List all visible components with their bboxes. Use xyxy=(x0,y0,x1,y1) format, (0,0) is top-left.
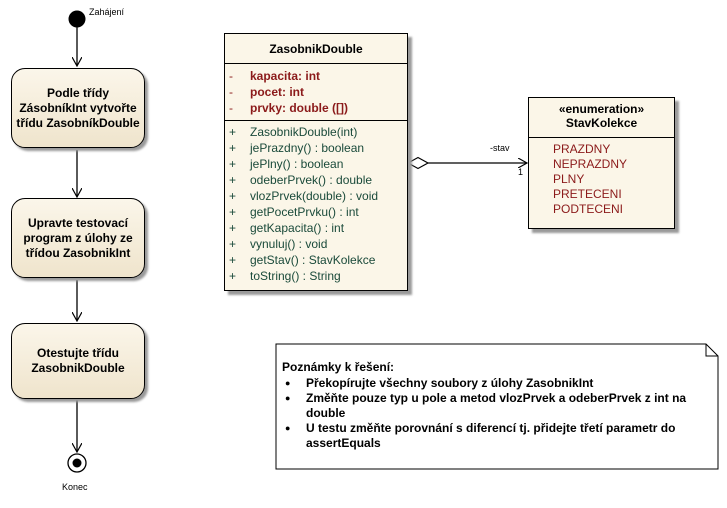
action-create-class-label: Podle třídy ZásobníkInt vytvořte třídu Z… xyxy=(16,85,140,130)
attribute-row: -kapacita: int xyxy=(229,69,321,83)
operation-row: +getStav() : StavKolekce xyxy=(229,253,376,267)
composition-association xyxy=(406,156,526,170)
action-test-class-label: Otestujte třídu ZasobnikDouble xyxy=(31,346,125,375)
enum-literal: NEPRAZDNY xyxy=(553,157,628,171)
class-name: ZasobnikDouble xyxy=(225,34,407,64)
operation-row: +getKapacita() : int xyxy=(229,221,345,235)
attribute-row: -prvky: double ([]) xyxy=(229,101,348,115)
note-item: Změňte pouze typ u pole a metod vlozPrve… xyxy=(282,391,712,421)
end-node xyxy=(67,453,87,473)
enum-literal: PLNY xyxy=(553,172,585,186)
enum-literals: PRAZDNY NEPRAZDNY PLNY PRETECENI PODTECE… xyxy=(529,138,674,217)
enum-stereotype: «enumeration» xyxy=(558,102,645,116)
operation-row: +vynuluj() : void xyxy=(229,237,328,251)
class-attributes: -kapacita: int -pocet: int -prvky: doubl… xyxy=(225,64,407,121)
enum-literal: PRETECENI xyxy=(553,187,622,201)
operation-row: +toString() : String xyxy=(229,269,341,283)
operation-row: +ZasobnikDouble(int) xyxy=(229,125,358,139)
note-list: Překopírujte všechny soubory z úlohy Zas… xyxy=(282,376,712,451)
operation-row: +getPocetPrvku() : int xyxy=(229,205,359,219)
operation-row: +jePlny() : boolean xyxy=(229,157,344,171)
class-zasobnikdouble[interactable]: ZasobnikDouble -kapacita: int -pocet: in… xyxy=(224,33,408,291)
note-title: Poznámky k řešení: xyxy=(282,360,395,374)
association-role-label: -stav xyxy=(490,143,510,153)
operation-row: +odeberPrvek() : double xyxy=(229,173,373,187)
association-multiplicity-label: 1 xyxy=(518,167,524,177)
action-update-test-label: Upravte testovací program z úlohy ze tří… xyxy=(23,215,133,260)
action-test-class[interactable]: Otestujte třídu ZasobnikDouble xyxy=(11,323,145,399)
action-update-test[interactable]: Upravte testovací program z úlohy ze tří… xyxy=(11,198,145,278)
end-label: Konec xyxy=(62,482,88,492)
enum-stavkolekce[interactable]: «enumeration» StavKolekce PRAZDNY NEPRAZ… xyxy=(528,97,675,229)
enum-literal: PRAZDNY xyxy=(553,142,611,156)
note-item: Překopírujte všechny soubory z úlohy Zas… xyxy=(282,376,712,391)
attribute-row: -pocet: int xyxy=(229,85,304,99)
note-item: U testu změňte porovnání s diferencí tj.… xyxy=(282,421,712,451)
start-node xyxy=(68,10,86,28)
enum-header: «enumeration» StavKolekce xyxy=(529,98,674,138)
start-label: Zahájení xyxy=(89,7,125,17)
enum-name: StavKolekce xyxy=(565,116,638,130)
note-outline xyxy=(275,343,719,470)
enum-literal: PODTECENI xyxy=(553,202,624,216)
action-create-class[interactable]: Podle třídy ZásobníkInt vytvořte třídu Z… xyxy=(11,68,145,148)
operation-row: +vlozPrvek(double) : void xyxy=(229,189,379,203)
operation-row: +jePrazdny() : boolean xyxy=(229,141,365,155)
class-operations: +ZasobnikDouble(int) +jePrazdny() : bool… xyxy=(225,121,407,284)
solution-note[interactable]: Poznámky k řešení: Překopírujte všechny … xyxy=(276,344,718,469)
